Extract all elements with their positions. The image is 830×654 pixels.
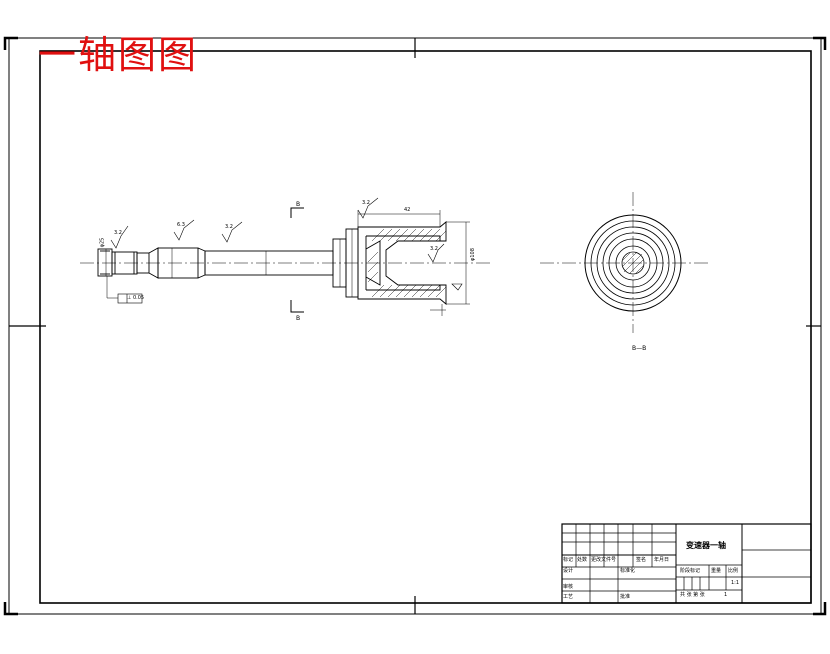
outer-border [8, 37, 822, 615]
tb-weight: 重量 [711, 568, 722, 574]
tb-sheets: 共 张 第 张 [680, 592, 705, 598]
centering-marks [9, 38, 821, 614]
dimension-lines [105, 210, 470, 316]
drawing-title: 一轴图图 [38, 33, 199, 77]
roughness-4: 3.2 [362, 200, 370, 206]
tb-scale: 比例 [728, 568, 739, 574]
roughness-2: 6.3 [177, 222, 185, 228]
roughness-symbols [110, 197, 463, 291]
tb-header-change: 更改文件号 [591, 557, 617, 563]
section-view-label: B—B [632, 345, 647, 352]
tb-header-count: 处数 [577, 557, 588, 563]
inner-frame [39, 50, 812, 604]
title-block-grid [561, 523, 812, 604]
title-block-part-name: 变速器一轴 [686, 541, 726, 550]
section-hatching [367, 228, 447, 298]
section-view [540, 192, 708, 333]
shaft-main-view [80, 221, 490, 305]
dim-length-top: 42 [404, 207, 411, 213]
section-marker-bottom: B [296, 315, 301, 322]
section-cut-markers [290, 207, 304, 313]
roughness-5: 3.2 [430, 246, 438, 252]
tb-review: 审核 [563, 584, 574, 590]
dim-left-end: φ25 [99, 237, 106, 248]
tolerance-frame-text: ⊥ 0.05 [127, 295, 145, 301]
tb-header-sign: 签名 [636, 557, 647, 563]
tb-header-mark: 标记 [563, 557, 574, 563]
tb-sheet-no: 1 [724, 592, 728, 598]
tb-header-date: 年月日 [654, 557, 670, 563]
tb-approve: 批准 [620, 594, 631, 600]
dim-flange-dia: φ108 [469, 248, 476, 261]
tb-scale-value: 1:1 [731, 580, 740, 586]
roughness-3: 3.2 [225, 224, 233, 230]
section-marker-top: B [296, 201, 301, 208]
corner-marks [3, 36, 827, 616]
tolerance-frame [117, 293, 143, 304]
section-view-hatching [622, 252, 644, 274]
tb-design: 设计 [563, 568, 574, 574]
tb-stage-mark: 阶段标记 [680, 568, 701, 574]
roughness-1: 3.2 [114, 230, 122, 236]
tb-standardize: 标准化 [620, 568, 636, 574]
tb-process: 工艺 [563, 594, 574, 600]
